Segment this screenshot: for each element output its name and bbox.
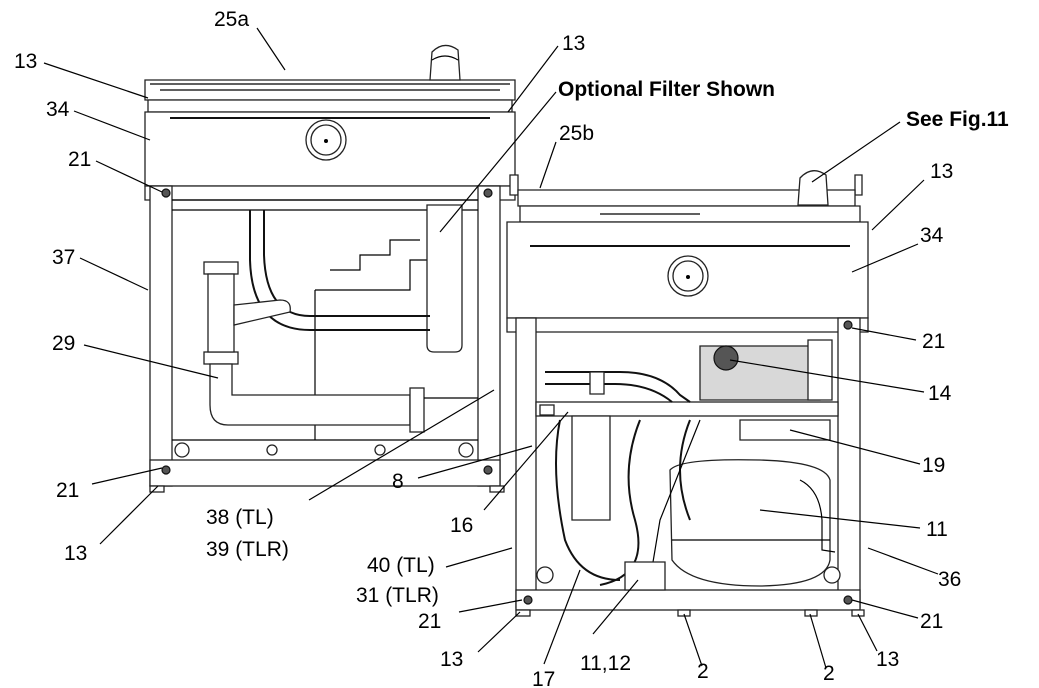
label-29: 29: [52, 332, 75, 355]
label-13-right-bottom: 13: [876, 648, 899, 671]
label-39-tlr: 39 (TLR): [206, 538, 289, 561]
label-34-right: 34: [920, 224, 944, 247]
label-31-tlr: 31 (TLR): [356, 584, 439, 607]
label-21-right-bottom: 21: [920, 610, 943, 633]
left-unit: [144, 44, 516, 493]
label-8: 8: [392, 470, 404, 493]
right-unit: [506, 170, 869, 617]
label-19: 19: [922, 454, 945, 477]
label-16: 16: [450, 514, 473, 537]
label-21-left-bottom: 21: [56, 479, 79, 502]
label-14: 14: [928, 382, 952, 405]
label-38-tl: 38 (TL): [206, 506, 274, 529]
leader-lines: [43, 27, 939, 669]
label-13-left-bottom: 13: [64, 542, 87, 565]
label-37: 37: [52, 246, 75, 269]
label-11: 11: [926, 518, 948, 541]
label-21-left-top: 21: [68, 148, 91, 171]
label-17: 17: [532, 668, 555, 688]
label-13-right-top: 13: [930, 160, 953, 183]
label-21-right-top: 21: [922, 330, 945, 353]
label-36: 36: [938, 568, 961, 591]
label-13-mid-bottom: 13: [440, 648, 463, 671]
label-40-tl: 40 (TL): [367, 554, 435, 577]
label-21-mid-bottom: 21: [418, 610, 441, 633]
label-25a: 25a: [214, 8, 249, 31]
label-34-left: 34: [46, 98, 70, 121]
label-2-b: 2: [823, 662, 835, 685]
label-25b: 25b: [559, 122, 594, 145]
label-optional-filter: Optional Filter Shown: [558, 78, 775, 101]
label-see-fig-11: See Fig.11: [906, 108, 1009, 131]
label-11-12: 11,12: [580, 652, 631, 675]
label-13-top: 13: [562, 32, 585, 55]
callout-labels: 25a 13 13 Optional Filter Shown 34 25b S…: [14, 8, 1009, 688]
label-13-top-left: 13: [14, 50, 37, 73]
label-2-a: 2: [697, 660, 709, 683]
